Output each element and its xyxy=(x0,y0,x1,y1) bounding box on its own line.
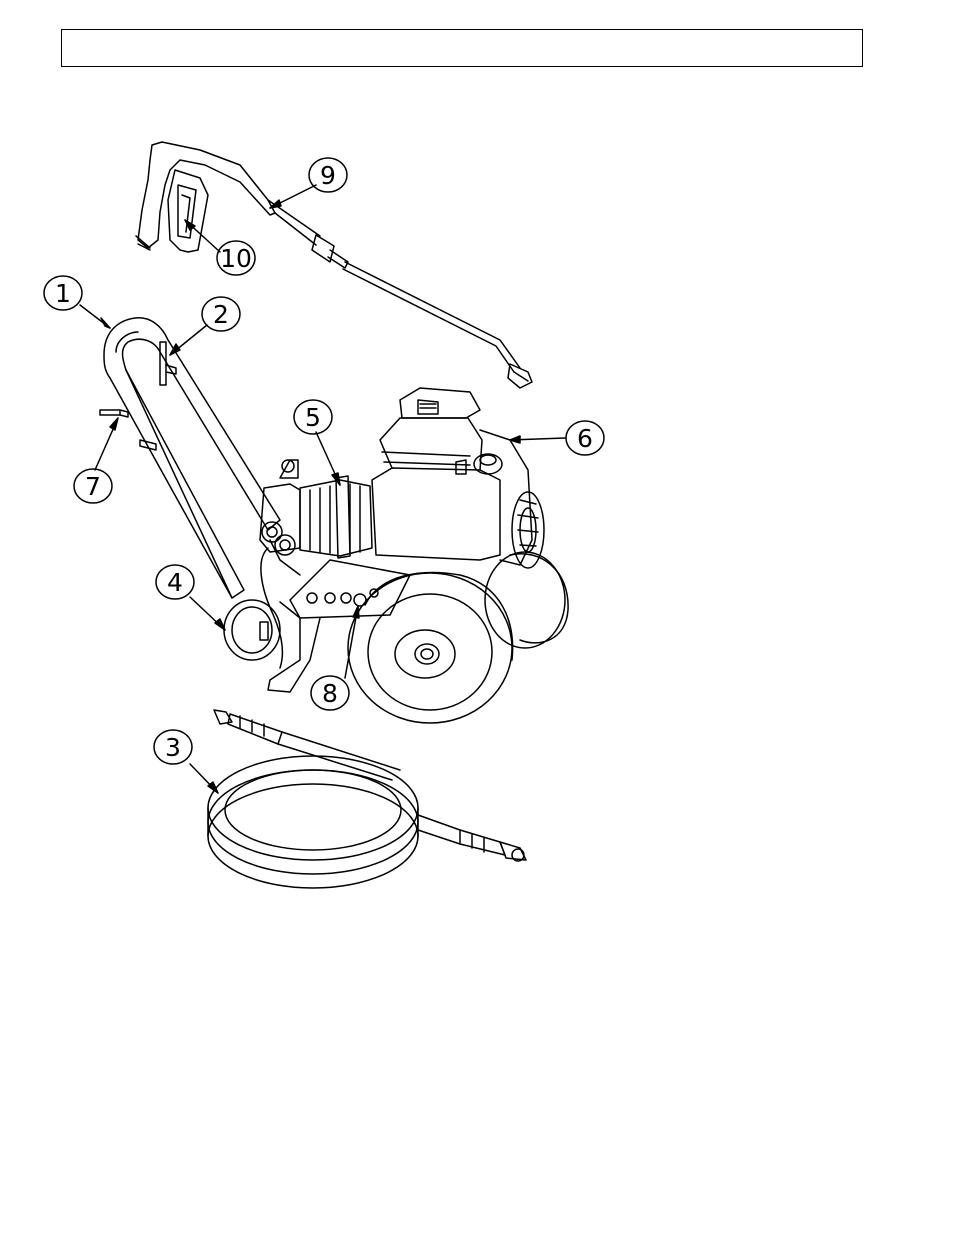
callout-2-label: 2 xyxy=(213,300,229,329)
front-wheel xyxy=(348,573,513,723)
callout-1: 1 xyxy=(44,276,82,310)
callout-10: 10 xyxy=(217,241,255,275)
callout-4-label: 4 xyxy=(167,568,183,597)
engine xyxy=(372,388,544,568)
callout-1-label: 1 xyxy=(55,279,71,308)
callout-4: 4 xyxy=(156,565,194,599)
callout-7: 7 xyxy=(74,469,112,503)
callout-10-label: 10 xyxy=(220,244,252,273)
callout-6-label: 6 xyxy=(577,424,593,453)
rear-wheel xyxy=(485,552,568,648)
callout-3: 3 xyxy=(154,730,192,764)
handle-frame xyxy=(104,318,280,598)
callout-2: 2 xyxy=(202,297,240,331)
callout-9-label: 9 xyxy=(320,161,336,190)
base-frame xyxy=(268,540,410,692)
callout-8-label: 8 xyxy=(322,679,338,708)
callout-3-label: 3 xyxy=(165,733,181,762)
callout-6: 6 xyxy=(566,421,604,455)
callout-5: 5 xyxy=(294,400,332,434)
high-pressure-hose xyxy=(208,710,526,888)
callout-7-label: 7 xyxy=(85,472,101,501)
callout-8: 8 xyxy=(311,676,349,710)
callout-5-label: 5 xyxy=(305,403,321,432)
callout-9: 9 xyxy=(309,158,347,192)
hose-hook xyxy=(224,600,280,660)
